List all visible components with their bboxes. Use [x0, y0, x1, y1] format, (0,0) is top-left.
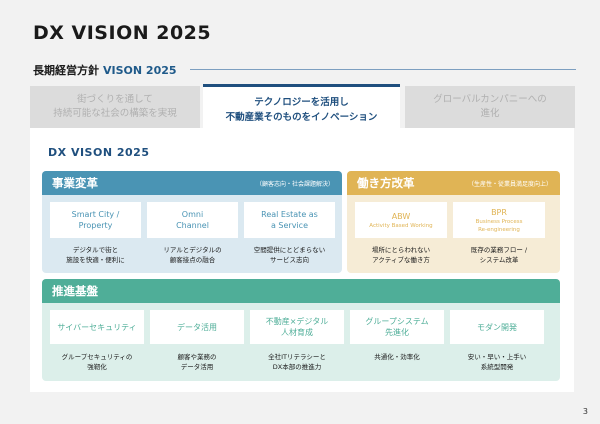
tab-line: 持続可能な社会の構築を実現	[53, 108, 177, 119]
desc-line: 安い・早い・上手い	[467, 353, 527, 361]
card-smart-city: Smart City / Property	[50, 202, 141, 238]
card-line: 人材育成	[281, 328, 313, 337]
workstyle-reform-section: 働き方改革 （生産性・従業員満足度向上） ABW Activity Based …	[347, 171, 560, 273]
card-description: グループセキュリティの 強靭化	[50, 352, 144, 372]
desc-line: グループセキュリティの	[61, 353, 133, 361]
subtitle-prefix: 長期経営方針	[33, 64, 99, 77]
card-modern-development: モダン開発	[450, 310, 544, 344]
section-header: 事業変革 （顧客志向・社会課題解決）	[42, 171, 342, 195]
card-line: 不動産×デジタル	[265, 317, 329, 326]
card-subline: Business Process	[475, 218, 523, 225]
desc-line: サービス志向	[270, 256, 309, 264]
card-line: Property	[78, 221, 113, 230]
desc-line: アクティブな働き方	[372, 256, 430, 264]
tab-line: 不動産業そのものをイノベーション	[225, 111, 378, 123]
desc-line: 顧客接点の融合	[169, 256, 216, 264]
desc-line: 顧客や業務の	[177, 353, 217, 361]
card-line: Channel	[176, 221, 209, 230]
card-line: BPR	[491, 207, 507, 217]
desc-line: 既存の業務フロー /	[470, 246, 528, 254]
card-description: 共通化・効率化	[350, 352, 444, 372]
card-line: Real Estate as	[261, 210, 318, 219]
desc-line: DX本部の推進力	[272, 363, 322, 371]
subtitle-accent: VISON 2025	[103, 64, 177, 77]
panel-title: DX VISON 2025	[48, 146, 150, 159]
section-heading: 推進基盤	[52, 284, 98, 298]
card-description: 顧客や業務の データ活用	[150, 352, 244, 372]
card-real-estate-service: Real Estate as a Service	[244, 202, 335, 238]
desc-line: 場所にとらわれない	[371, 246, 431, 254]
card-line: サイバーセキュリティ	[57, 322, 137, 332]
section-heading: 事業変革	[52, 176, 98, 190]
card-cyber-security: サイバーセキュリティ	[50, 310, 144, 344]
desc-line: システム改革	[479, 256, 519, 264]
subtitle: 長期経営方針 VISON 2025	[33, 62, 177, 78]
desc-line: 系統型開発	[480, 363, 514, 371]
section-header: 働き方改革 （生産性・従業員満足度向上）	[347, 171, 560, 195]
card-abw: ABW Activity Based Working	[355, 202, 447, 238]
page-title: DX VISION 2025	[33, 22, 212, 44]
card-line: a Service	[270, 221, 308, 230]
card-description: 空間提供にとどまらない サービス志向	[244, 245, 335, 265]
desc-line: 強靭化	[87, 363, 107, 371]
card-line: ABW	[391, 211, 411, 221]
card-line: Smart City /	[71, 210, 120, 219]
desc-line: 全社ITリテラシーと	[268, 353, 326, 361]
tab-line: テクノロジーを活用し	[254, 96, 349, 108]
card-subline: Activity Based Working	[369, 222, 433, 229]
desc-line: データ活用	[180, 363, 214, 371]
card-talent-development: 不動産×デジタル 人材育成	[250, 310, 344, 344]
section-heading: 働き方改革	[357, 176, 415, 190]
subtitle-divider	[190, 69, 576, 70]
card-description: 全社ITリテラシーと DX本部の推進力	[250, 352, 344, 372]
page-number: 3	[582, 407, 588, 416]
card-description: 場所にとらわれない アクティブな働き方	[355, 245, 447, 265]
tab-technology-innovation[interactable]: テクノロジーを活用し 不動産業そのものをイノベーション	[203, 84, 400, 132]
desc-line: 共通化・効率化	[374, 353, 420, 361]
promotion-foundation-section: 推進基盤 サイバーセキュリティ データ活用 不動産×デジタル 人材育成 グループ…	[42, 279, 560, 381]
desc-line: リアルとデジタルの	[163, 246, 222, 254]
card-description: デジタルで街と 施設を快適・便利に	[50, 245, 141, 265]
tab-line: 進化	[480, 108, 500, 119]
content-panel: DX VISON 2025 事業変革 （顧客志向・社会課題解決） Smart C…	[30, 128, 574, 392]
card-omni-channel: Omni Channel	[147, 202, 238, 238]
card-line: グループシステム	[365, 317, 429, 326]
tab-line: グローバルカンパニーへの	[433, 94, 547, 105]
tab-global-company[interactable]: グローバルカンパニーへの 進化	[405, 86, 575, 128]
card-line: モダン開発	[477, 322, 517, 332]
section-note: （顧客志向・社会課題解決）	[255, 180, 334, 188]
card-subline: Re-engineering	[478, 226, 520, 233]
section-note: （生産性・従業員満足度向上）	[467, 180, 552, 188]
desc-line: デジタルで街と	[72, 246, 119, 254]
card-line: データ活用	[177, 322, 217, 332]
card-description: リアルとデジタルの 顧客接点の融合	[147, 245, 238, 265]
tab-line: 街づくりを通して	[77, 94, 153, 105]
card-line: 先進化	[385, 328, 409, 337]
card-data-utilization: データ活用	[150, 310, 244, 344]
card-bpr: BPR Business Process Re-engineering	[453, 202, 545, 238]
business-transformation-section: 事業変革 （顧客志向・社会課題解決） Smart City / Property…	[42, 171, 342, 273]
section-header: 推進基盤	[42, 279, 560, 303]
card-line: Omni	[181, 210, 204, 219]
desc-line: 空間提供にとどまらない	[253, 246, 326, 254]
card-description: 安い・早い・上手い 系統型開発	[450, 352, 544, 372]
card-description: 既存の業務フロー / システム改革	[453, 245, 545, 265]
desc-line: 施設を快適・便利に	[66, 256, 125, 264]
tab-sustainable-city[interactable]: 街づくりを通して 持続可能な社会の構築を実現	[30, 86, 200, 128]
card-group-system: グループシステム 先進化	[350, 310, 444, 344]
